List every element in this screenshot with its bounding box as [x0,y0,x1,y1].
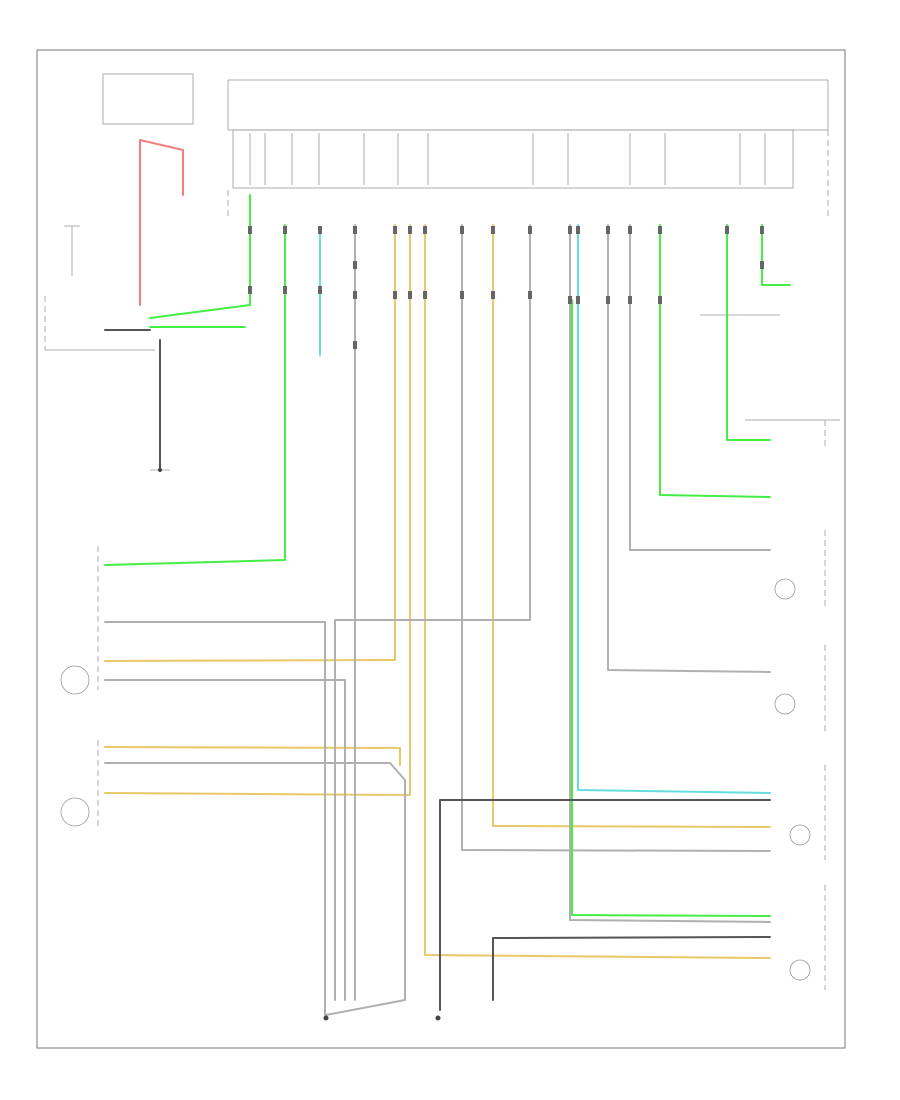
connector-pin [606,226,610,234]
bcm-pin-ticks [249,133,766,185]
wire-green-right-2 [726,224,771,441]
body-control-module [227,79,829,220]
wire-green-bcm-left [149,194,251,319]
connector-pin [318,286,322,294]
connector-pin [576,296,580,304]
connector-pin [318,226,322,234]
connector-pin [423,226,427,234]
wire-dark-bottom-1 [439,799,771,1011]
diagram-frame [36,49,846,1049]
wire-red-fuse [139,139,184,306]
connector-pin [528,291,532,299]
connector-pin [606,296,610,304]
wire-gray-5 [607,224,771,673]
connector-pin [353,341,357,349]
connector-pin [658,296,662,304]
ground-node-bottom-center [435,1015,441,1021]
ground-symbol-top-left [64,225,80,276]
wire-yellow-3 [424,224,771,959]
connector-pin [393,291,397,299]
connector-pin [460,291,464,299]
driver-door-switch-box [60,546,99,695]
connector-pin [423,291,427,299]
wire-gray-9 [104,762,406,1016]
wire-yellow-1 [104,224,396,662]
wire-yellow-2 [104,224,411,796]
wire-green-long-left [104,224,286,566]
connector-pin [353,261,357,269]
wire-gray-4 [569,224,771,923]
connector-pin [283,286,287,294]
wire-gray-8 [104,621,326,1016]
connector-pin [628,226,632,234]
wire-gray-3 [334,224,531,1001]
wire-dark-bottom-2 [492,936,771,1001]
wires-layer [104,139,791,1016]
right-switch-boxes [774,530,826,990]
connector-pin [353,291,357,299]
connector-pin [460,226,464,234]
wire-gray-6 [629,224,771,551]
right-upper-blocks [700,314,840,450]
wire-yellow-thin-left [104,746,401,766]
connector-pin [568,226,572,234]
wire-green-right-4 [571,299,771,917]
wire-cyan-right [577,224,771,794]
connector-pin [248,286,252,294]
left-module [44,296,155,351]
fuse-block [102,73,194,125]
wire-green-right-3 [761,224,791,286]
connector-pin [760,226,764,234]
wire-yellow-4 [492,224,771,828]
connector-pin [760,261,764,269]
connector-pin [725,226,729,234]
connector-pin [568,296,572,304]
connector-pin [576,226,580,234]
wire-green-right-1 [659,224,771,498]
connector-pin [283,226,287,234]
connector-pin [408,291,412,299]
connector-pin [353,226,357,234]
connector-pin [393,226,397,234]
connector-pin [248,226,252,234]
connector-pin [491,291,495,299]
connector-pin [408,226,412,234]
ground-symbol-mid-left [150,468,170,472]
connector-pin [658,226,662,234]
connector-pin [528,226,532,234]
connector-pin [628,296,632,304]
passenger-door-switch-box [60,740,99,830]
wire-gray-2 [461,224,771,852]
connector-pin [491,226,495,234]
wire-gray-7 [104,679,346,1001]
ground-node-bottom-left [323,1015,329,1021]
